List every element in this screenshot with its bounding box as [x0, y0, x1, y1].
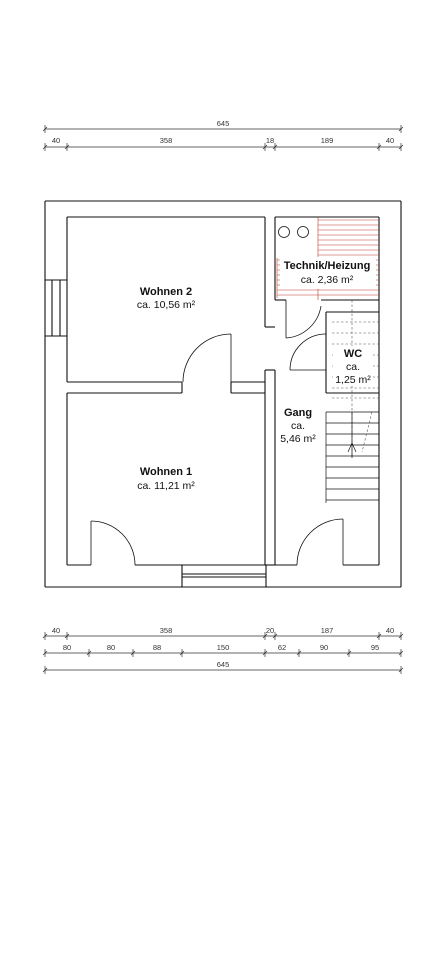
door-arc-wohnen2 [182, 333, 232, 383]
dim-bottom2-1: 80 [107, 643, 115, 652]
dim-bottom2-5: 90 [320, 643, 328, 652]
room-ca-wc: ca. [346, 361, 360, 373]
boiler-icons [278, 226, 309, 238]
stair-arrow-icon [347, 412, 357, 458]
dim-top-0: 40 [52, 136, 60, 145]
door-arc-wohnen1 [90, 520, 136, 566]
room-name-technik: Technik/Heizung [284, 260, 371, 272]
dim-bottom1-3: 187 [321, 626, 334, 635]
dim-bottom-total: 645 [217, 660, 230, 669]
doors [90, 300, 344, 566]
dim-top-total: 645 [217, 119, 230, 128]
dim-bottom2-4: 62 [278, 643, 286, 652]
room-name-gang: Gang [284, 407, 312, 419]
room-name-wohnen2: Wohnen 2 [140, 286, 192, 298]
walls [44, 200, 402, 588]
room-area-gang: 5,46 m² [280, 433, 316, 445]
dim-bottom2-6: 95 [371, 643, 379, 652]
room-area-wohnen1: ca. 11,21 m² [137, 480, 195, 492]
room-area-wohnen2: ca. 10,56 m² [137, 299, 196, 311]
door-arc-entrance [296, 518, 344, 566]
door-arc-technik [285, 305, 322, 339]
room-ca-gang: ca. [291, 420, 305, 432]
dim-bottom1-2: 20 [266, 626, 274, 635]
technik-label-bg [280, 257, 376, 289]
dim-bottom2-0: 80 [63, 643, 71, 652]
wc-label-bg [333, 346, 373, 386]
room-name-wohnen1: Wohnen 1 [140, 466, 192, 478]
room-area-technik: ca. 2,36 m² [301, 274, 354, 286]
door-arc-wc [289, 333, 327, 371]
dim-bottom1-1: 358 [160, 626, 173, 635]
dim-bottom1-4: 40 [386, 626, 394, 635]
dim-top-2: 18 [266, 136, 274, 145]
dim-top-1: 358 [160, 136, 173, 145]
boiler-icon-1 [278, 226, 290, 238]
dim-bottom2-2: 88 [153, 643, 161, 652]
dim-bottom2-3: 150 [217, 643, 230, 652]
dim-bottom1-0: 40 [52, 626, 60, 635]
room-area-wc: 1,25 m² [335, 374, 371, 386]
dim-top-4: 40 [386, 136, 394, 145]
dim-top-3: 189 [321, 136, 334, 145]
room-name-wc: WC [344, 348, 362, 360]
boiler-icon-2 [297, 226, 309, 238]
stairs [325, 411, 379, 503]
bottom-dimension-chain [42, 632, 404, 674]
top-dimension-chain [42, 125, 404, 151]
